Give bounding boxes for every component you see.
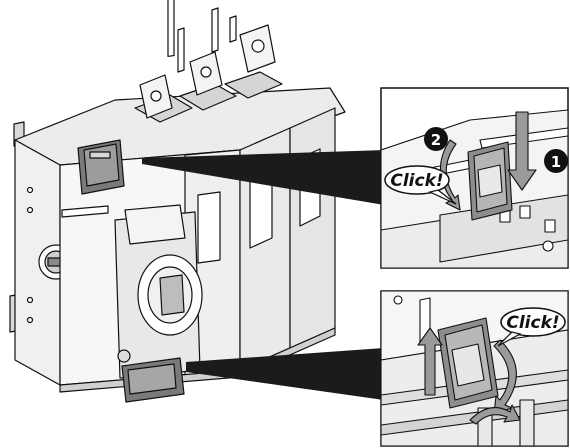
step-number-2: 2 [431,131,441,149]
terminal-block-3 [224,71,283,99]
click-label-top: Click! [390,171,443,191]
callout-beam-bottom [186,348,384,400]
side-hole-1 [26,186,34,194]
terminal-lug-3 [239,24,276,73]
terminal-lug-1 [139,0,175,119]
side-hole-4 [26,316,34,324]
side-hole-2 [26,206,34,214]
front-label-slot [61,205,109,218]
aux-contact-top [77,139,125,195]
down-arrow-right [507,111,537,191]
pole-window-1 [197,191,221,264]
click-label-bottom: Click! [506,313,559,333]
switch-disconnector [9,0,346,403]
step-badge-2: 2 [424,127,448,151]
up-arrow-left [417,327,443,396]
terminal-pin-1 [177,27,185,73]
rotary-handle-grip [159,274,185,316]
front-screw [117,349,131,363]
terminal-lug-2 [189,51,223,96]
pole-divider-3 [289,107,336,349]
curved-arrow-right [493,339,517,415]
click-bubble-bottom: Click! [497,307,566,347]
detail-panel-top: 2 1 Click! [380,87,569,269]
curved-arrow-bottom [469,404,521,425]
aux-contact-bottom [121,357,185,403]
handle-frame-top [124,204,186,245]
step-badge-1: 1 [544,149,568,173]
terminal-pin-3 [229,15,237,43]
terminal-pin-2 [211,7,219,53]
callout-beam-top [142,150,384,205]
detail-panel-bottom: Click! [380,290,569,447]
curved-arrow-left [439,139,461,211]
side-hole-3 [26,296,34,304]
step-number-1: 1 [551,153,561,171]
click-bubble-top: Click! [384,165,457,205]
